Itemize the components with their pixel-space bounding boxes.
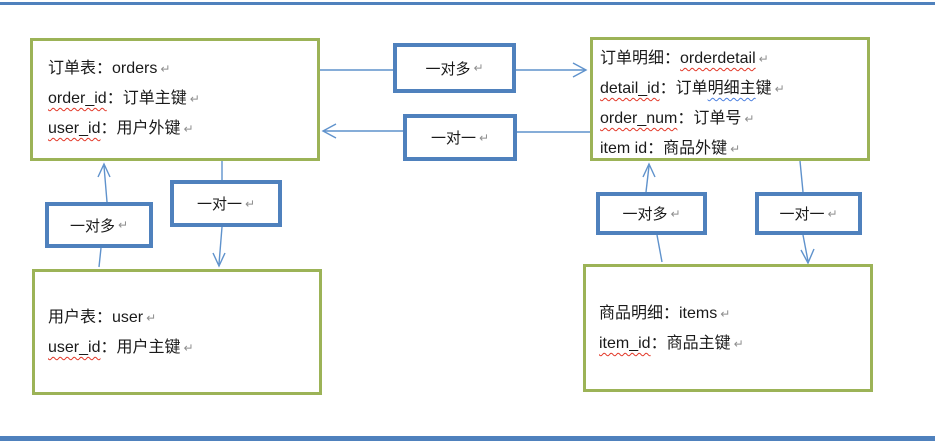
arrowhead-down-right	[800, 248, 815, 265]
relation-orderdetail-orders-onetoone[interactable]: 一对一↵	[403, 114, 517, 161]
orderdetail-detailid-line: detail_id：订单明细主键↵	[600, 74, 867, 104]
paragraph-mark-icon: ↵	[730, 142, 741, 156]
arrowhead-up-left	[97, 162, 111, 178]
paragraph-mark-icon: ↵	[160, 62, 171, 76]
entity-items-table[interactable]: 商品明细：items↵ item_id：商品主键↵	[583, 264, 873, 392]
arrow-leftonetomany-to-orders	[103, 165, 108, 203]
paragraph-mark-icon: ↵	[720, 307, 731, 321]
orders-orderid-field: order_id	[48, 90, 107, 107]
relation-label: 一对一	[430, 130, 476, 147]
relation-label: 一对一	[196, 196, 242, 213]
paragraph-mark-icon: ↵	[244, 196, 256, 211]
paragraph-mark-icon: ↵	[758, 52, 769, 66]
paragraph-mark-icon: ↵	[478, 130, 490, 145]
paragraph-mark-icon: ↵	[670, 206, 681, 221]
user-userid-desc: ：用户主键	[100, 339, 181, 356]
orderdetail-title-text: 订单明细：	[600, 50, 681, 67]
orderdetail-itemid-text: item id：商品外键	[600, 140, 728, 157]
paragraph-mark-icon: ↵	[189, 92, 200, 106]
orders-title-text: 订单表：orders	[48, 60, 158, 77]
relation-orders-user-onetoone[interactable]: 一对一↵	[170, 180, 282, 227]
arrowhead-down-left	[212, 252, 226, 268]
relation-label: 一对多	[622, 206, 668, 223]
arrow-leftonetoone-to-user	[218, 226, 223, 265]
paragraph-mark-icon: ↵	[733, 337, 744, 351]
paragraph-mark-icon: ↵	[183, 122, 194, 136]
orderdetail-title-value: orderdetail	[680, 50, 756, 67]
page-top-rule	[0, 2, 935, 5]
orderdetail-title-line: 订单明细：orderdetail↵	[600, 44, 867, 74]
relation-label: 一对多	[425, 60, 471, 78]
items-title-line: 商品明细：items↵	[599, 299, 870, 329]
orders-userid-desc: ：用户外键	[100, 120, 181, 137]
orderdetail-itemid-line: item id：商品外键↵	[600, 134, 867, 164]
orderdetail-detailid-desc: ：订单	[659, 80, 708, 97]
arrowhead-up-right	[642, 162, 656, 178]
orderdetail-ordernum-line: order_num：订单号↵	[600, 104, 867, 134]
arrowhead-left	[321, 123, 337, 139]
relation-user-orders-onetomany[interactable]: 一对多↵	[45, 202, 153, 248]
entity-orderdetail-table[interactable]: 订单明细：orderdetail↵ detail_id：订单明细主键↵ orde…	[590, 37, 870, 161]
user-title-line: 用户表：user↵	[48, 303, 319, 333]
paragraph-mark-icon: ↵	[744, 112, 755, 126]
line-rightonetomany-to-items	[656, 234, 663, 263]
relation-orderdetail-items-onetoone[interactable]: 一对一↵	[755, 192, 862, 235]
user-userid-line: user_id：用户主键↵	[48, 333, 319, 363]
line-leftonetomany-to-user	[98, 247, 102, 268]
paragraph-mark-icon: ↵	[183, 341, 194, 355]
orderdetail-ordernum-desc: ：订单号	[677, 110, 742, 127]
paragraph-mark-icon: ↵	[473, 61, 484, 75]
line-orderdetail-to-rightonetoone	[799, 160, 804, 193]
entity-user-table[interactable]: 用户表：user↵ user_id：用户主键↵	[32, 269, 322, 395]
items-title-text: 商品明细：items	[599, 305, 718, 322]
relation-label: 一对一	[779, 206, 825, 223]
arrowhead-right	[572, 62, 588, 78]
paragraph-mark-icon: ↵	[774, 82, 785, 96]
entity-orders-table[interactable]: 订单表：orders↵ order_id：订单主键↵ user_id：用户外键↵	[30, 38, 320, 161]
relation-orders-orderdetail-onetomany[interactable]: 一对多↵	[393, 43, 516, 93]
orders-orderid-desc: ：订单主键	[106, 90, 187, 107]
orders-title-line: 订单表：orders↵	[48, 54, 317, 84]
paragraph-mark-icon: ↵	[827, 206, 838, 221]
items-itemid-desc: ：商品主键	[650, 335, 731, 352]
arrow-rightonetomany-to-orderdetail	[645, 165, 650, 193]
user-userid-field: user_id	[48, 339, 101, 356]
orders-orderid-line: order_id：订单主键↵	[48, 84, 317, 114]
orderdetail-ordernum-field: order_num	[600, 110, 678, 127]
items-itemid-field: item_id	[599, 335, 651, 352]
user-title-text: 用户表：user	[48, 309, 144, 326]
orders-userid-field: user_id	[48, 120, 101, 137]
relation-label: 一对多	[69, 217, 115, 235]
orderdetail-detailid-tail: 键	[755, 80, 772, 97]
arrow-rightonetoone-to-items	[802, 234, 809, 262]
relation-items-orderdetail-onetomany[interactable]: 一对多↵	[596, 192, 707, 235]
paragraph-mark-icon: ↵	[117, 218, 129, 232]
orderdetail-detailid-field: detail_id	[600, 80, 660, 97]
page-bottom-rule	[0, 436, 935, 441]
orderdetail-detailid-grammar: 明细主	[707, 80, 756, 97]
items-itemid-line: item_id：商品主键↵	[599, 329, 870, 359]
paragraph-mark-icon: ↵	[146, 311, 157, 325]
orders-userid-line: user_id：用户外键↵	[48, 114, 317, 144]
